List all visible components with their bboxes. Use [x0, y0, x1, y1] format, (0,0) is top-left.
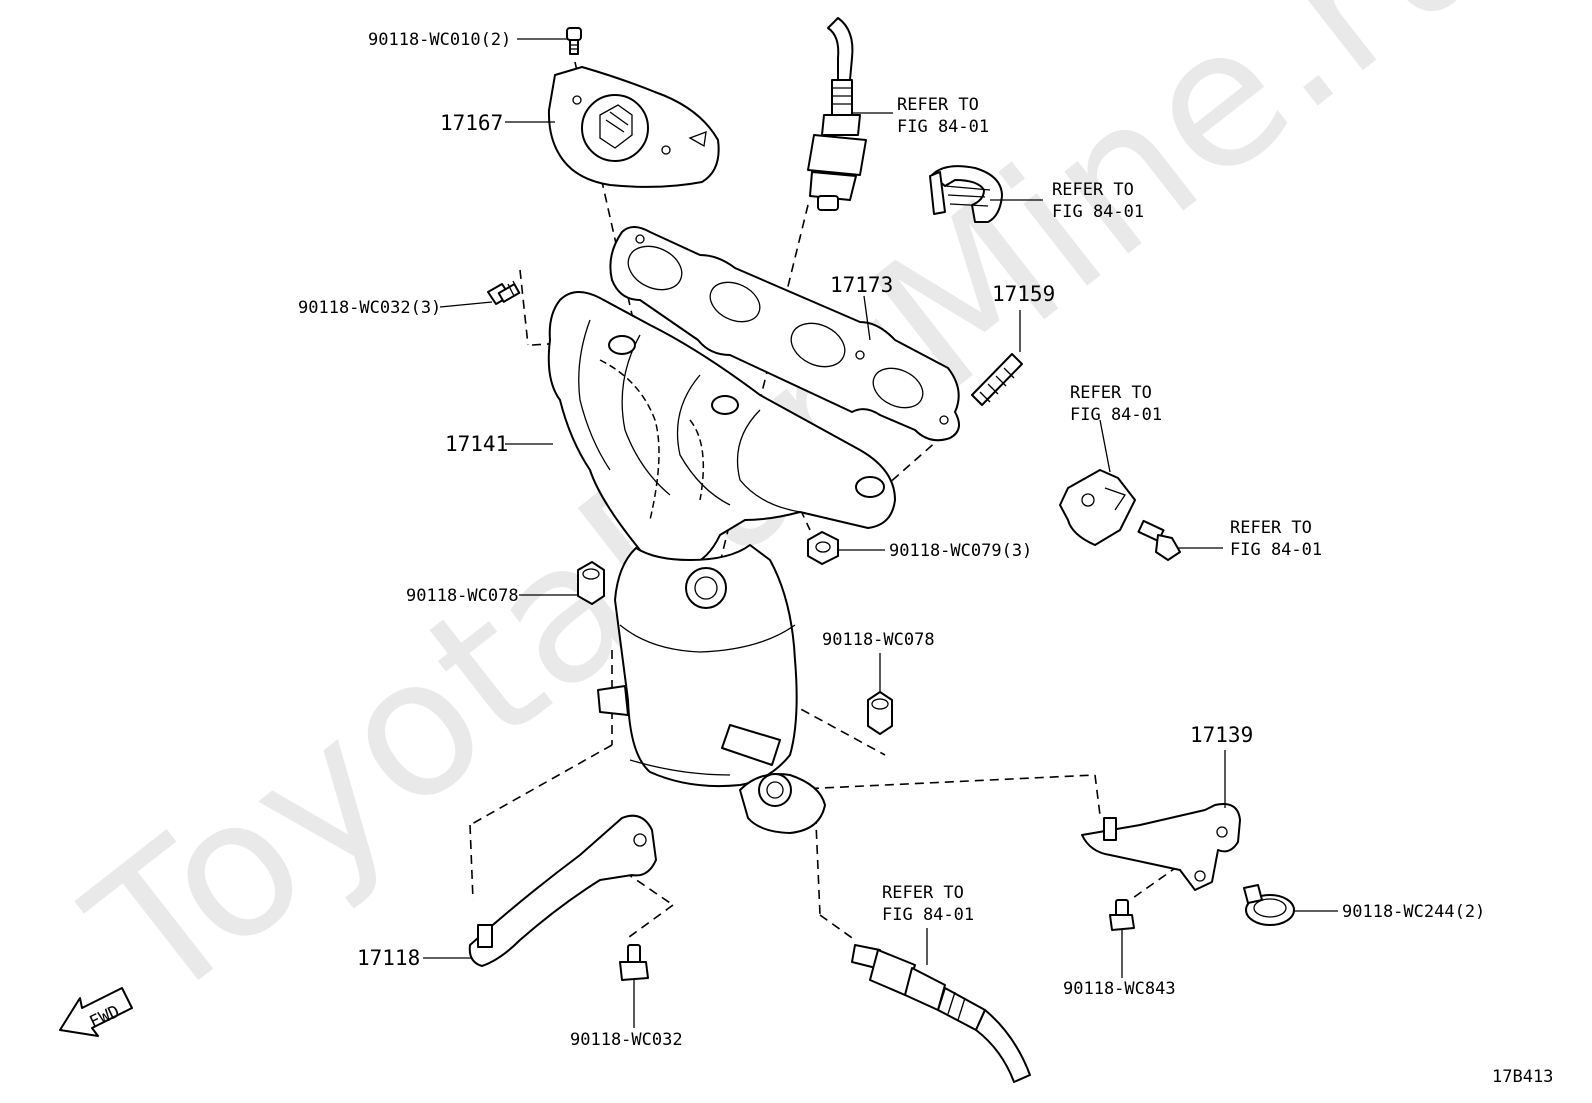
clamp-icon [1243, 884, 1295, 926]
refer-sensor-top-line1: REFER TO [897, 95, 979, 115]
label-nut-mid: 90118-WC078 [822, 630, 935, 650]
bolt-left-icon [487, 280, 521, 305]
nut-right-icon [807, 531, 839, 565]
label-bolt-bottom: 90118-WC032 [570, 1030, 683, 1050]
label-nut-right: 90118-WC079(3) [889, 541, 1032, 561]
hose-clip-icon [929, 165, 1003, 223]
nut-left-icon [577, 561, 605, 605]
label-gasket: 17173 [830, 273, 893, 297]
stud-icon [971, 353, 1023, 406]
bracket-right-icon [1081, 803, 1241, 891]
refer-clip-line1: REFER TO [1052, 180, 1134, 200]
label-stud: 17159 [992, 282, 1055, 306]
refer-sensor-bottom-line1: REFER TO [882, 883, 964, 903]
bolt-bracket-icon [1109, 899, 1135, 931]
refer-bracket-small-line2: FIG 84-01 [1070, 405, 1162, 425]
label-manifold: 17141 [445, 432, 508, 456]
label-bracket-right: 17139 [1190, 723, 1253, 747]
oxygen-sensor-top-icon [807, 17, 867, 211]
oxygen-sensor-bottom-icon [851, 944, 1031, 1083]
gasket-icon [609, 226, 960, 442]
label-bolt-bracket: 90118-WC843 [1063, 979, 1176, 999]
refer-clip-line2: FIG 84-01 [1052, 202, 1144, 222]
exhaust-manifold-icon [547, 291, 896, 573]
nut-mid-icon [867, 691, 893, 735]
stay-left-icon [468, 814, 657, 967]
diagram-code: 17B413 [1492, 1067, 1553, 1087]
bolt-top-icon [566, 27, 582, 55]
refer-sensor-bottom-line2: FIG 84-01 [882, 905, 974, 925]
label-heat-insulator: 17167 [440, 111, 503, 135]
refer-bracket-small-line1: REFER TO [1070, 383, 1152, 403]
label-stay-left: 17118 [357, 946, 420, 970]
bolt-bottom-icon [619, 944, 649, 981]
refer-sensor-top-line2: FIG 84-01 [897, 117, 989, 137]
bolt-small-icon [1137, 519, 1181, 561]
heat-insulator-icon [547, 66, 720, 188]
leader-lines [423, 38, 1338, 1028]
label-nut-left: 90118-WC078 [406, 586, 519, 606]
bracket-small-icon [1059, 469, 1136, 546]
label-clamp: 90118-WC244(2) [1342, 902, 1485, 922]
refer-bolt-small-line2: FIG 84-01 [1230, 540, 1322, 560]
fwd-arrow-icon: FWD [59, 987, 133, 1037]
label-bolt-top: 90118-WC010(2) [368, 30, 511, 50]
label-bolt-left: 90118-WC032(3) [298, 298, 441, 318]
refer-bolt-small-line1: REFER TO [1230, 518, 1312, 538]
catalytic-converter-icon [597, 544, 826, 834]
